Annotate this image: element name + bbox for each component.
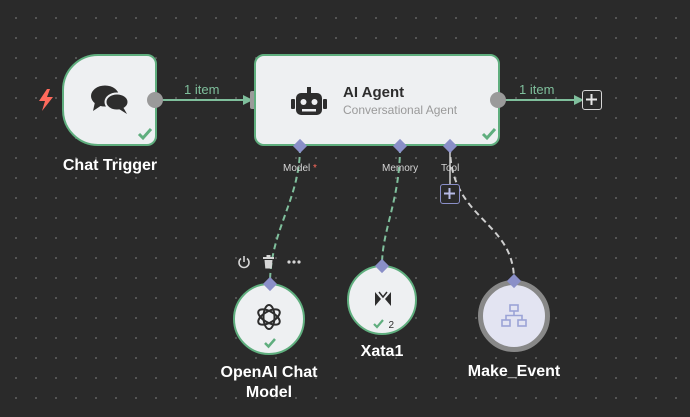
wire-tool <box>449 146 515 281</box>
make-event-node[interactable] <box>478 280 550 352</box>
trigger-output-port[interactable] <box>147 92 163 108</box>
trash-icon[interactable] <box>262 255 275 269</box>
success-check-icon <box>373 319 384 329</box>
memory-port-label: Memory <box>382 163 419 174</box>
ai-agent-node[interactable]: AI Agent Conversational Agent <box>254 54 500 146</box>
more-icon[interactable] <box>287 259 301 265</box>
wire-arrow <box>574 95 584 105</box>
openai-logo-icon <box>257 304 281 330</box>
connection-item-count: 1 item <box>184 82 220 97</box>
plus-icon <box>444 188 455 199</box>
network-icon <box>501 304 527 327</box>
wire-arrow <box>243 95 253 105</box>
xata-label: Xata1 <box>360 343 404 360</box>
success-check-icon <box>481 128 497 141</box>
chat-bubbles-icon <box>91 85 130 114</box>
tool-port-label: Tool <box>441 163 460 174</box>
openai-chat-model-node[interactable] <box>233 283 305 355</box>
agent-output-port[interactable] <box>490 92 506 108</box>
success-check-icon <box>137 128 153 141</box>
ai-agent-title: AI Agent <box>343 84 405 101</box>
add-node-button[interactable] <box>582 90 602 110</box>
success-check-icon <box>264 338 276 349</box>
add-tool-button[interactable] <box>440 184 460 204</box>
ai-agent-subtitle: Conversational Agent <box>343 103 458 117</box>
chat-trigger-node[interactable] <box>62 54 157 146</box>
xata-run-status: 2 <box>373 316 394 334</box>
xata-logo-icon <box>375 291 391 306</box>
openai-chat-model-label: OpenAI Chat Model <box>220 364 318 401</box>
lightning-bolt-icon <box>39 89 53 111</box>
xata-node[interactable]: 2 <box>347 265 417 335</box>
model-port-label: Model * <box>283 163 317 174</box>
connection-item-count: 1 item <box>519 82 555 97</box>
power-icon[interactable] <box>237 255 251 269</box>
plus-icon <box>586 94 597 105</box>
robot-icon <box>291 87 327 115</box>
chat-trigger-label: Chat Trigger <box>62 157 158 174</box>
make-event-label: Make_Event <box>467 363 561 380</box>
xata-run-count: 2 <box>388 320 395 331</box>
